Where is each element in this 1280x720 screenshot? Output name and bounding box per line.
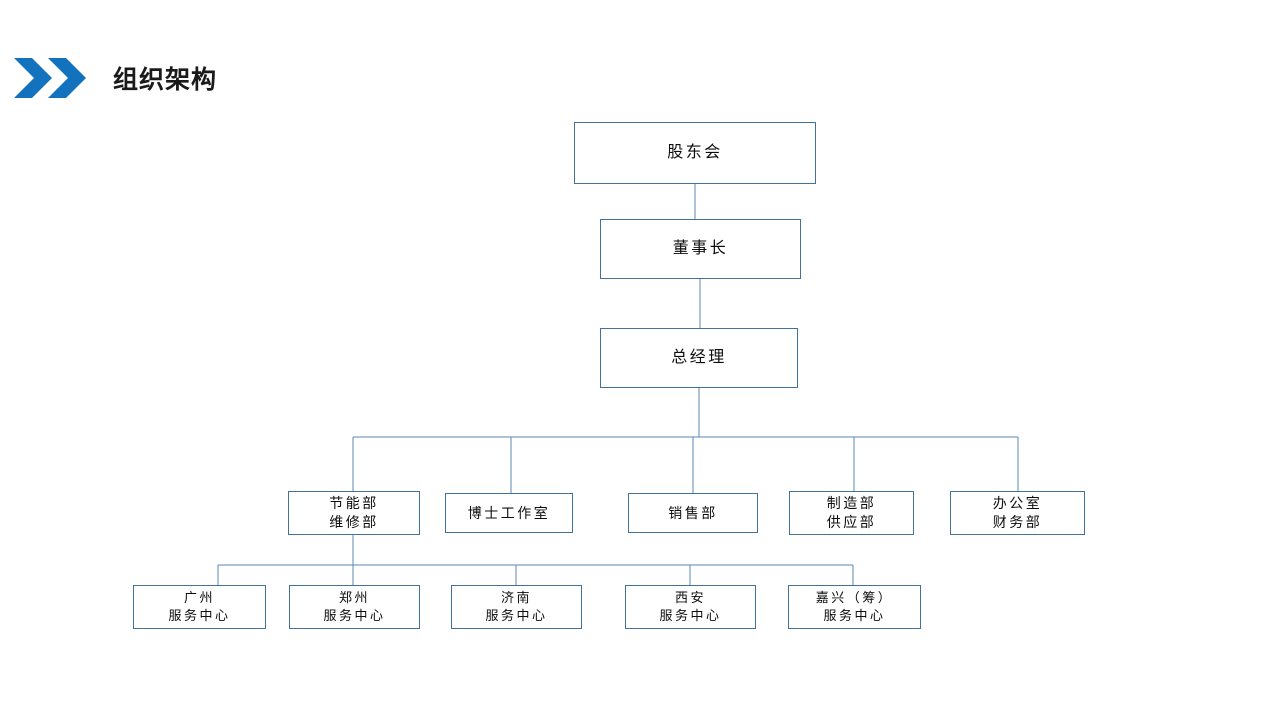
node-manufacturing-supply[interactable]: 制造部 供应部 <box>789 491 914 535</box>
node-energy-maintenance[interactable]: 节能部 维修部 <box>288 491 420 535</box>
node-shareholders[interactable]: 股东会 <box>574 122 816 184</box>
node-label-line-2: 服务中心 <box>485 608 548 623</box>
node-label-line-1: 广州 <box>183 590 215 606</box>
node-general-manager[interactable]: 总经理 <box>600 328 798 388</box>
node-chairman[interactable]: 董事长 <box>600 219 801 279</box>
node-label: 销售部 <box>668 504 718 521</box>
double-chevron-right-icon <box>14 58 86 98</box>
node-sales[interactable]: 销售部 <box>628 493 758 533</box>
node-jiaxing-center[interactable]: 嘉兴（筹） 服务中心 <box>788 585 921 629</box>
node-label-line-1: 济南 <box>500 590 532 606</box>
node-doctoral-studio[interactable]: 博士工作室 <box>445 493 573 533</box>
node-label-line-1: 办公室 <box>992 495 1043 512</box>
node-xian-center[interactable]: 西安 服务中心 <box>625 585 756 629</box>
node-zhengzhou-center[interactable]: 郑州 服务中心 <box>289 585 420 629</box>
page-header: 组织架构 <box>0 0 1280 120</box>
node-label-line-1: 节能部 <box>329 495 379 512</box>
node-office-finance[interactable]: 办公室 财务部 <box>950 491 1085 535</box>
node-label-line-1: 制造部 <box>826 495 877 512</box>
node-label-line-2: 服务中心 <box>323 608 386 623</box>
node-label-line-2: 服务中心 <box>659 608 722 623</box>
node-label-line-2: 服务中心 <box>168 608 231 623</box>
page-title: 组织架构 <box>113 66 218 94</box>
node-label-line-1: 嘉兴（筹） <box>815 590 894 606</box>
node-label-line-2: 维修部 <box>329 514 379 530</box>
node-label: 股东会 <box>667 144 723 162</box>
node-label: 总经理 <box>671 349 727 367</box>
node-jinan-center[interactable]: 济南 服务中心 <box>451 585 582 629</box>
node-label: 博士工作室 <box>467 504 551 521</box>
node-label-line-1: 郑州 <box>338 590 370 606</box>
node-label-line-1: 西安 <box>674 590 706 606</box>
node-guangzhou-center[interactable]: 广州 服务中心 <box>133 585 266 629</box>
node-label: 董事长 <box>672 240 729 258</box>
node-label-line-2: 财务部 <box>992 514 1043 530</box>
node-label-line-2: 供应部 <box>826 514 877 530</box>
node-label-line-2: 服务中心 <box>823 608 886 623</box>
